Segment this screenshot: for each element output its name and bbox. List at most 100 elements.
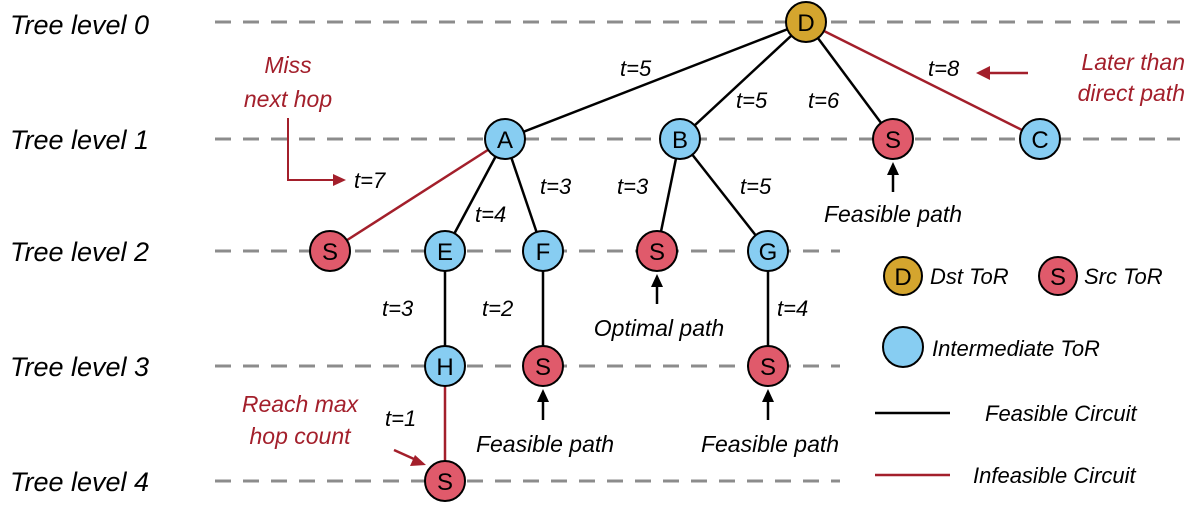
intermediate-tor-node [747,230,789,272]
legend-dst-label: Dst ToR [930,264,1009,289]
node-s-level2-left: S [309,230,351,272]
edge-label-d-s: t=6 [808,88,840,113]
level-4: Tree level 4 [10,467,840,497]
intermediate-tor-node [1019,118,1061,160]
nodes: D A B S C S E F [309,1,1061,502]
annotation-feasible-path-g: Feasible path [701,389,839,457]
annotation-miss-next-hop: Miss next hop [244,52,346,186]
node-s-level3-g: S [747,345,789,387]
level-label: Tree level 4 [10,467,149,497]
annotation-text: direct path [1078,80,1185,106]
node-label: S [760,354,776,381]
node-label: D [797,10,814,37]
edge-d-a [504,20,807,141]
node-label: H [436,354,453,381]
src-tor-node [522,345,564,387]
node-a: A [484,118,526,160]
node-label: F [536,239,551,266]
edge-d-s-level1 [804,21,895,140]
legend-dst-letter: D [894,264,911,291]
edge-label-d-b: t=5 [736,88,768,113]
level-1: Tree level 1 [10,125,1180,155]
node-label: B [672,127,688,154]
node-label: A [497,127,513,154]
arrowhead [887,162,899,175]
node-d: D [785,1,827,43]
edge-d-b [679,21,807,140]
node-label: S [649,239,665,266]
intermediate-tor-node [659,118,701,160]
node-s-level1: S [872,118,914,160]
edge-label-e-h: t=3 [382,296,414,321]
annotation-reach-max-hop: Reach max hop count [242,391,426,466]
edge-label-b-g: t=5 [740,174,772,199]
edge-label-d-a: t=5 [620,56,652,81]
intermediate-tor-node [424,345,466,387]
src-tor-node [636,230,678,272]
node-s-level2-optimal: S [636,230,678,272]
legend: D Dst ToR S Src ToR Intermediate ToR Fea… [875,256,1163,488]
node-label: C [1031,127,1048,154]
intermediate-tor-swatch [882,326,924,368]
intermediate-tor-node [484,118,526,160]
node-e: E [424,230,466,272]
legend-src: S Src ToR [1038,256,1163,296]
annotation-text: Reach max [242,391,360,417]
annotation-text: Feasible path [701,431,839,457]
edge-label-f-s: t=2 [482,296,513,321]
node-b: B [659,118,701,160]
src-tor-node [747,345,789,387]
annotation-arrow [287,118,336,181]
annotation-text: Miss [264,52,312,78]
legend-infeasible: Infeasible Circuit [875,463,1137,488]
level-label: Tree level 1 [10,125,149,155]
arrowhead [333,174,346,186]
annotation-text: Optimal path [594,315,724,341]
level-label: Tree level 2 [10,237,149,267]
legend-intermediate-label: Intermediate ToR [932,336,1100,361]
node-label: E [437,239,453,266]
src-tor-node [424,460,466,502]
intermediate-tor-node [424,230,466,272]
edge-label-a-f: t=3 [540,174,572,199]
src-tor-node [872,118,914,160]
level-label: Tree level 3 [10,352,149,382]
legend-infeasible-label: Infeasible Circuit [973,463,1137,488]
node-label: S [437,469,453,496]
node-label: G [759,239,778,266]
edge-b-g [679,138,769,252]
legend-src-label: Src ToR [1084,264,1163,289]
edge-label-h-s: t=1 [385,406,416,431]
edge-label-a-e: t=4 [475,202,506,227]
intermediate-tor-node [522,230,564,272]
arrowhead [651,274,663,287]
annotation-text: Feasible path [824,201,962,227]
node-label: S [885,127,901,154]
node-h: H [424,345,466,387]
annotation-feasible-path-level1: Feasible path [824,162,962,227]
annotation-text: Feasible path [476,431,614,457]
dst-tor-swatch [883,256,923,296]
annotation-feasible-path-f: Feasible path [476,389,614,457]
arrowhead [537,389,549,402]
legend-feasible-label: Feasible Circuit [985,401,1137,426]
src-tor-swatch [1038,256,1078,296]
node-s-level3-f: S [522,345,564,387]
edge-label-b-s: t=3 [617,174,649,199]
level-label: Tree level 0 [10,10,149,40]
node-s-level4: S [424,460,466,502]
node-f: F [522,230,564,272]
annotation-text: next hop [244,86,332,112]
node-label: S [322,239,338,266]
level-0: Tree level 0 [10,10,1180,40]
node-label: S [535,354,551,381]
legend-src-letter: S [1050,264,1066,291]
edge-a-e [443,138,507,252]
edge-label-a-s: t=7 [354,168,386,193]
arrowhead [976,66,990,80]
legend-feasible: Feasible Circuit [875,401,1137,426]
annotation-optimal-path: Optimal path [594,274,724,341]
node-g: G [747,230,789,272]
